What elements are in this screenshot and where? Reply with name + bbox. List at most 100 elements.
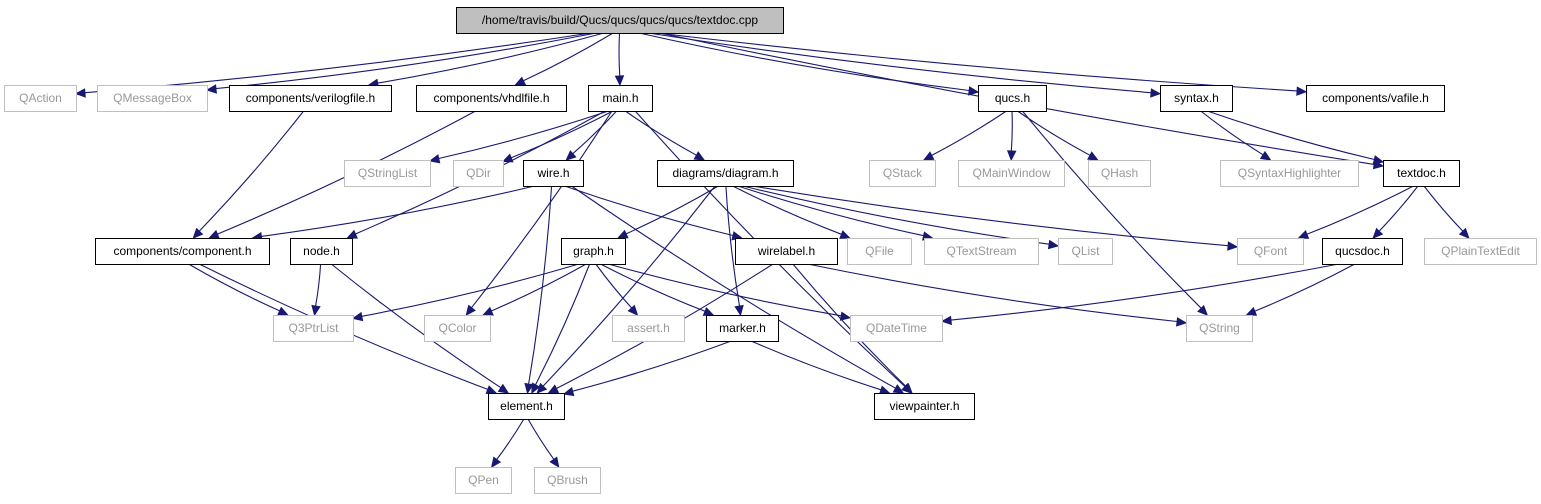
node-qmessagebox: QMessageBox [97,85,208,112]
node-label-qdatetime: QDateTime [866,321,927,335]
edge-element-h-to-qbrush [527,418,555,460]
arrowhead-qucs-h-to-qhash [1087,151,1099,161]
node-label-qucsdoc-h: qucsdoc.h [1335,244,1390,258]
node-box-graph-h [561,238,626,265]
edge-wirelabel-h-to-viewpainter-h [792,263,907,387]
edge-main-h-to-qstringlist [438,110,609,160]
node-label-wire-h: wire.h [536,166,569,180]
arrowhead-textdoc-cpp-to-qucs-h [968,86,980,96]
node-label-marker-h: marker.h [719,321,766,335]
node-qdatetime: QDateTime [850,315,943,342]
arrowhead-diagram-h-to-qfont [1227,241,1239,251]
node-label-syntax-h: syntax.h [1174,91,1219,105]
node-box-vhdlfile-h [416,85,567,112]
arrowhead-verilogfile-h-to-component-h [192,227,204,239]
node-label-qpen: QPen [468,473,499,487]
arrowhead-wire-h-to-element-h [524,382,534,395]
edge-component-h-to-q3ptrlist [188,263,280,312]
arrowhead-textdoc-cpp-to-qmessagebox [205,84,217,94]
edge-qucsdoc-h-to-qdatetime [950,263,1339,321]
node-box-qfont [1237,238,1304,265]
node-qucsdoc-h[interactable]: qucsdoc.h [1322,238,1403,265]
node-vafile-h[interactable]: components/vafile.h [1306,85,1445,112]
node-box-qfile [847,238,912,265]
node-label-qstack: QStack [883,166,923,180]
node-label-qbrush: QBrush [547,473,588,487]
node-label-element-h: element.h [500,399,553,413]
edge-graph-h-to-qcolor [491,263,587,312]
edge-diagram-h-to-qlist [742,185,1050,245]
node-qstring: QString [1186,315,1253,342]
node-main-h[interactable]: main.h [588,85,653,112]
node-box-wirelabel-h [735,238,838,265]
node-label-qdir: QDir [466,166,491,180]
node-box-viewpainter-h [874,393,975,420]
arrowhead-qucs-h-to-qstack [922,151,935,161]
node-qaction: QAction [4,85,77,112]
arrowhead-qucsdoc-h-to-qdatetime [940,315,952,326]
edge-qucs-h-to-qhash [1017,110,1091,156]
node-label-diagram-h: diagrams/diagram.h [672,166,778,180]
edge-textdoc-cpp-to-verilogfile-h [377,32,605,84]
node-label-qfile: QFile [865,244,894,258]
edge-qucsdoc-h-to-qstring [1254,263,1356,312]
node-diagram-h[interactable]: diagrams/diagram.h [657,160,794,187]
arrowhead-textdoc-cpp-to-vhdlfile-h [514,76,527,86]
arrowhead-main-h-to-qdir [501,153,514,163]
node-viewpainter-h[interactable]: viewpainter.h [874,393,975,420]
edge-wirelabel-h-to-qstring [807,263,1178,323]
edge-main-h-to-qdir [510,110,614,159]
node-element-h[interactable]: element.h [488,393,565,420]
node-vhdlfile-h[interactable]: components/vhdlfile.h [416,85,567,112]
node-box-assert-h [612,315,685,342]
node-qucs-h[interactable]: qucs.h [978,85,1047,112]
node-graph-h[interactable]: graph.h [561,238,626,265]
node-qdir: QDir [453,160,504,187]
node-box-qstack [869,160,936,187]
node-component-h[interactable]: components/component.h [95,238,270,265]
edge-marker-h-to-element-h [572,340,732,392]
node-qbrush: QBrush [534,467,601,494]
arrowhead-vhdlfile-h-to-component-h [208,229,220,239]
arrowhead-component-h-to-element-h [485,385,498,395]
node-node-h[interactable]: node.h [290,238,353,265]
node-label-assert-h: assert.h [627,321,670,335]
edge-textdoc-h-to-qplaintextedit [1423,185,1464,232]
node-box-qucsdoc-h [1322,238,1403,265]
edge-textdoc-cpp-to-qmessagebox [215,32,597,90]
node-box-syntax-h [1160,85,1233,112]
node-box-qpen [455,467,512,494]
edge-wire-h-to-element-h [528,185,553,385]
node-qmainwindow: QMainWindow [958,160,1065,187]
arrowhead-marker-h-to-element-h [562,386,575,397]
node-box-qstringlist [344,160,431,187]
node-label-vhdlfile-h: components/vhdlfile.h [433,91,549,105]
node-textdoc-cpp[interactable]: /home/travis/build/Qucs/qucs/qucs/qucs/t… [456,7,784,34]
node-qtextstream: QTextStream [924,238,1039,265]
node-marker-h[interactable]: marker.h [706,315,779,342]
node-qplaintextedit: QPlainTextEdit [1424,238,1537,265]
node-textdoc-h[interactable]: textdoc.h [1383,160,1460,187]
arrowhead-diagram-h-to-qlist [1047,239,1060,250]
node-qfont: QFont [1237,238,1304,265]
arrowhead-main-h-to-qstringlist [428,154,441,164]
arrowhead-diagram-h-to-marker-h [734,304,744,317]
arrowhead-graph-h-to-assert-h [627,304,639,316]
node-syntax-h[interactable]: syntax.h [1160,85,1233,112]
node-wire-h[interactable]: wire.h [523,160,584,187]
node-box-wire-h [523,160,584,187]
node-qsyntaxhighlighter: QSyntaxHighlighter [1220,160,1359,187]
node-qstringlist: QStringList [344,160,431,187]
node-label-qmainwindow: QMainWindow [972,166,1050,180]
node-label-main-h: main.h [602,91,638,105]
node-verilogfile-h[interactable]: components/verilogfile.h [229,85,392,112]
arrowhead-element-h-to-qpen [490,456,502,468]
node-label-qlist: QList [1071,244,1100,258]
node-box-qmessagebox [97,85,208,112]
arrowhead-textdoc-h-to-qucsdoc-h [1372,227,1384,239]
node-qstack: QStack [869,160,936,187]
node-wirelabel-h[interactable]: wirelabel.h [735,238,838,265]
node-box-qsyntaxhighlighter [1220,160,1359,187]
node-label-vafile-h: components/vafile.h [1322,91,1429,105]
